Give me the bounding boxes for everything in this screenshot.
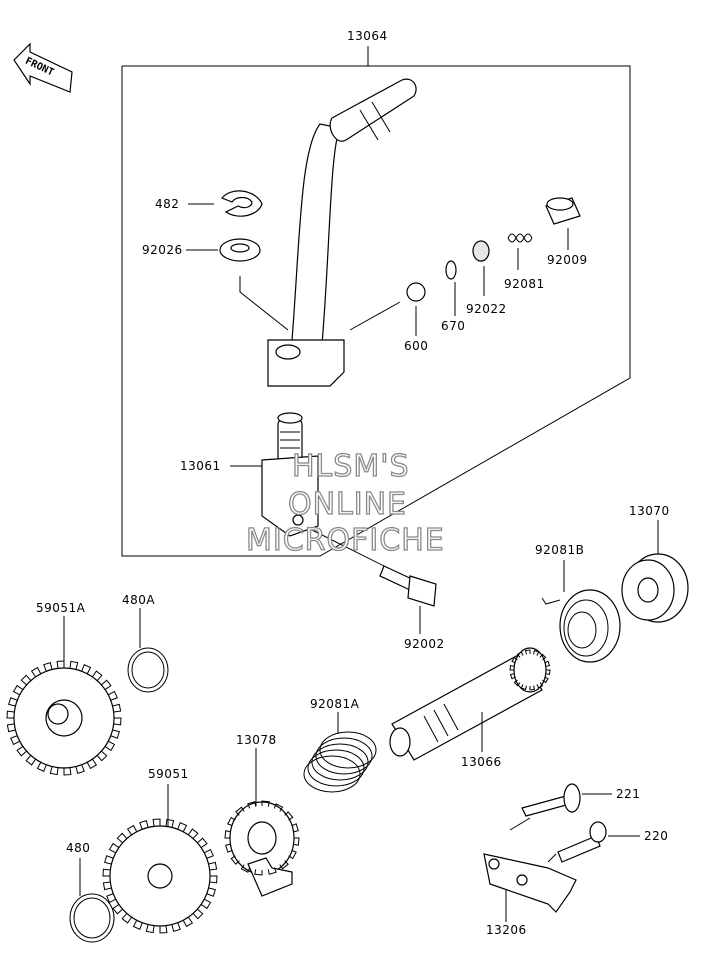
kick-pedal-lever <box>267 78 417 387</box>
watermark-line-3: MICROFICHE <box>246 523 445 558</box>
label-92081A: 92081A <box>310 697 360 711</box>
washer <box>186 238 289 331</box>
label-13206: 13206 <box>486 923 527 937</box>
kick-boss <box>230 412 385 567</box>
label-59051A: 59051A <box>36 601 86 615</box>
kick-gear-a <box>6 616 122 776</box>
screw-221 <box>521 783 612 817</box>
collar <box>472 240 490 296</box>
label-92026: 92026 <box>142 243 183 257</box>
label-13064: 13064 <box>347 29 388 43</box>
label-59051: 59051 <box>148 767 189 781</box>
label-13078: 13078 <box>236 733 277 747</box>
front-arrow-icon: FRONT <box>13 42 73 93</box>
label-92081B: 92081B <box>535 543 584 557</box>
label-13070: 13070 <box>629 504 670 518</box>
snap-ring-small <box>445 260 457 316</box>
label-220: 220 <box>644 829 668 843</box>
shaft-collar <box>621 520 689 623</box>
kick-ratchet <box>224 748 300 897</box>
watermark: HLSM'S ONLINE MICROFICHE <box>245 448 445 558</box>
label-480: 480 <box>66 841 90 855</box>
label-670: 670 <box>441 319 465 333</box>
part-labels: 13064 482 92026 92009 92081 92022 670 60… <box>36 29 670 937</box>
label-482: 482 <box>155 197 179 211</box>
label-92009: 92009 <box>547 253 588 267</box>
assembly-outline <box>121 46 631 557</box>
watermark-line-1: HLSM'S <box>292 449 410 484</box>
label-92081: 92081 <box>504 277 545 291</box>
e-clip <box>188 190 263 217</box>
kick-spring <box>303 712 377 793</box>
detent-ball <box>349 282 426 336</box>
label-600: 600 <box>404 339 428 353</box>
ratchet-guide-plate <box>483 817 577 922</box>
label-221: 221 <box>616 787 640 801</box>
circlip-a <box>127 608 169 693</box>
bolt <box>379 565 437 634</box>
label-13066: 13066 <box>461 755 502 769</box>
pedal-cap <box>545 197 581 250</box>
label-92022: 92022 <box>466 302 507 316</box>
screw-220 <box>557 821 640 863</box>
label-13061: 13061 <box>180 459 221 473</box>
circlip <box>69 858 115 943</box>
watermark-line-2: ONLINE <box>288 487 407 522</box>
label-92002: 92002 <box>404 637 445 651</box>
kick-shaft <box>389 647 551 761</box>
label-480A: 480A <box>122 593 155 607</box>
kick-gear <box>102 784 218 934</box>
spring-small <box>507 233 533 270</box>
return-spring <box>541 560 621 663</box>
